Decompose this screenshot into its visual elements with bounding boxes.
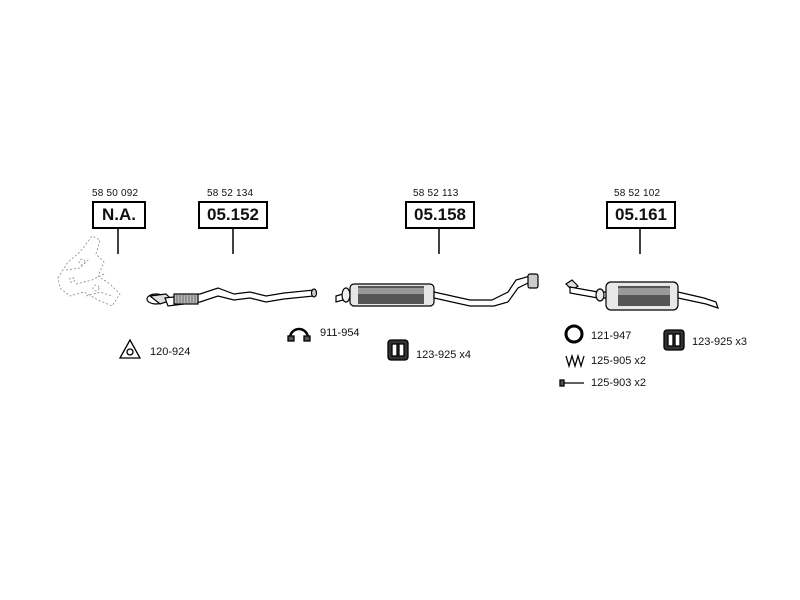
- rubber-hanger-icon[interactable]: [387, 339, 409, 361]
- part-label-123-925-x3: 123-925 x3: [692, 336, 748, 348]
- group-code-box-05-158[interactable]: 05.158: [405, 201, 475, 229]
- group-ref-05-161: 58 52 102: [614, 188, 661, 199]
- sealing-ring-icon[interactable]: [564, 324, 584, 344]
- gasket-triangle-icon[interactable]: [118, 338, 142, 359]
- group-ref-na: 58 50 092: [92, 188, 139, 199]
- middle-silencer-outlet: [527, 273, 539, 289]
- part-label-120-924: 120-924: [150, 346, 191, 358]
- manifold-sketch-na: [57, 235, 121, 307]
- part-label-121-947: 121-947: [591, 330, 632, 342]
- rubber-hanger-icon[interactable]: [663, 329, 685, 351]
- bolt-icon[interactable]: [559, 379, 584, 387]
- part-label-123-925-x4: 123-925 x4: [416, 349, 472, 361]
- spring-icon[interactable]: [565, 353, 585, 369]
- front-pipe-05-152: [146, 287, 318, 307]
- group-code-box-na[interactable]: N.A.: [92, 201, 146, 229]
- rear-silencer-05-161: [565, 279, 719, 311]
- group-code-box-05-152[interactable]: 05.152: [198, 201, 268, 229]
- part-label-125-903-x2: 125-903 x2: [591, 377, 647, 389]
- part-label-911-954: 911-954: [320, 327, 360, 339]
- leader-lines: [117, 229, 641, 254]
- clamp-icon[interactable]: [287, 327, 311, 342]
- group-code-box-05-161[interactable]: 05.161: [606, 201, 676, 229]
- group-ref-05-152: 58 52 134: [207, 188, 254, 199]
- middle-silencer-05-158: [335, 273, 539, 307]
- part-label-125-905-x2: 125-905 x2: [591, 355, 647, 367]
- group-ref-05-158: 58 52 113: [413, 188, 459, 199]
